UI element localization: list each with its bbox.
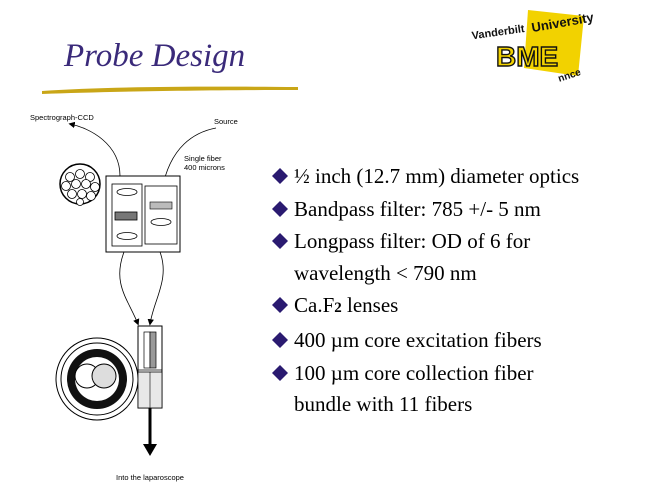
feature-list: ½ inch (12.7 mm) diameter optics Bandpas… — [272, 160, 642, 420]
fiber-bundle-cross-section — [59, 163, 101, 206]
excitation-fiber-lower — [147, 251, 164, 326]
bullet-text: 400 µm core excitation fibers — [294, 328, 542, 352]
diamond-bullet-icon — [272, 200, 288, 217]
bullet-item: ½ inch (12.7 mm) diameter optics — [272, 160, 642, 193]
probe-diagram: Spectrograph-CCD Source Single fiber 400… — [30, 113, 238, 482]
bullet-text: 100 µm core collection fiber — [294, 360, 534, 385]
bullet-item: Bandpass filter: 785 +/- 5 nm — [272, 193, 642, 226]
logo-bme: BME — [496, 41, 558, 72]
logo-vanderbilt: Vanderbilt — [471, 23, 526, 42]
probe-tube — [137, 325, 163, 409]
bullet-item: 400 µm core excitation fibers — [272, 324, 642, 357]
diamond-bullet-icon — [272, 364, 288, 381]
subscript-two: 2 — [334, 299, 342, 316]
bullet-item: Ca.F2 lenses — [272, 289, 642, 325]
diamond-bullet-icon — [272, 332, 288, 348]
slide-title: Probe Design — [64, 38, 246, 74]
diamond-bullet-icon — [272, 296, 288, 313]
diamond-bullet-icon — [272, 168, 288, 184]
bullet-text: Ca.F — [294, 292, 335, 317]
bullet-item: 100 µm core collection fiber bundle with… — [272, 357, 642, 421]
optics-housing — [105, 175, 181, 253]
label-spectrograph: Spectrograph-CCD — [30, 113, 94, 122]
bullet-text: Longpass filter: OD of 6 for — [294, 229, 531, 253]
label-into-laparoscope: Into the laparoscope — [116, 473, 184, 482]
bullet-text: ½ inch (12.7 mm) diameter optics — [294, 164, 580, 188]
label-source: Source — [214, 117, 238, 126]
title-underline — [42, 86, 298, 94]
bullet-item: Longpass filter: OD of 6 for wavelength … — [272, 225, 642, 289]
bullet-text: lenses — [341, 292, 399, 317]
bullet-text-continued: bundle with 11 fibers — [294, 392, 473, 416]
bullet-text: Bandpass filter: 785 +/- 5 nm — [294, 196, 541, 221]
collection-fiber-lower — [119, 251, 140, 326]
probe-tip-cross-section — [55, 337, 139, 421]
diamond-bullet-icon — [272, 233, 288, 249]
arrow-to-spectrograph — [68, 121, 121, 177]
label-single-fiber-1: Single fiber — [184, 154, 222, 163]
bullet-text-continued: wavelength < 790 nm — [294, 260, 477, 285]
label-single-fiber-2: 400 microns — [184, 163, 225, 172]
vanderbilt-bme-logo: Vanderbilt University BME nnce — [471, 9, 596, 84]
